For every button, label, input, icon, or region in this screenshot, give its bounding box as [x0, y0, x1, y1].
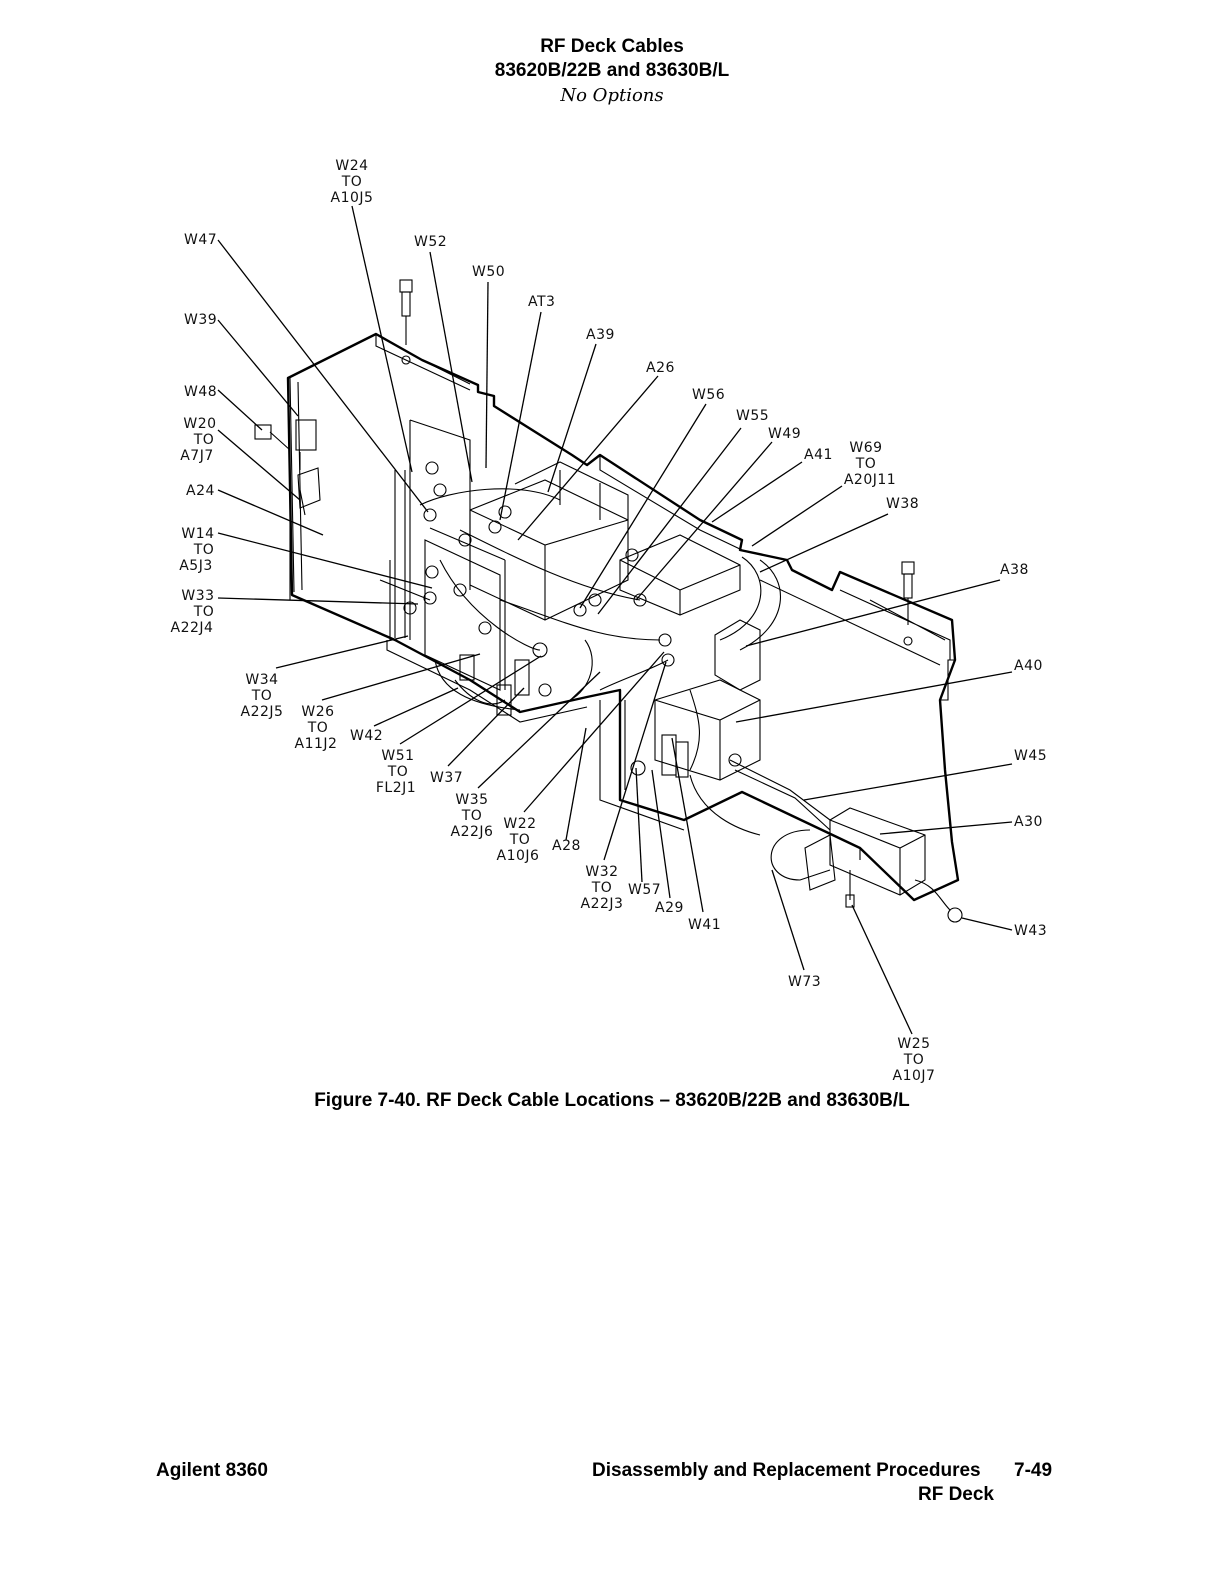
- callout-at3: AT3: [528, 294, 555, 310]
- footer-page-number: 7-49: [1014, 1460, 1053, 1481]
- callout-w35: W35: [455, 792, 488, 808]
- top-screw: [399, 279, 413, 365]
- callout-w73: W73: [788, 974, 821, 990]
- callout-w39: W39: [184, 312, 217, 328]
- callout-w34: W34: [245, 672, 278, 688]
- callout-a24: A24: [186, 483, 215, 499]
- figure-caption: Figure 7-40. RF Deck Cable Locations – 8…: [314, 1090, 910, 1111]
- callout-w24: W24: [335, 158, 368, 174]
- callout-a30: A30: [1014, 814, 1043, 830]
- callout-w25: W25: [897, 1036, 930, 1052]
- callout-w38: W38: [886, 496, 919, 512]
- callout-w49: W49: [768, 426, 801, 442]
- rf-deck-drawing: [254, 279, 963, 923]
- callout-a40: A40: [1014, 658, 1043, 674]
- callout-w48: W48: [184, 384, 217, 400]
- callout-w33: W33: [181, 588, 214, 604]
- leader-lines: [217, 205, 1013, 1035]
- callout-w43: W43: [1014, 923, 1047, 939]
- right-screw: [901, 561, 915, 646]
- callout-w45: W45: [1014, 748, 1047, 764]
- callout-w47: W47: [184, 232, 217, 248]
- callout-w55: W55: [736, 408, 769, 424]
- callout-a26: A26: [646, 360, 675, 376]
- page-title: RF Deck Cables: [540, 36, 684, 57]
- footer-section: RF Deck: [917, 1484, 994, 1505]
- page-subtitle-options: No Options: [560, 85, 664, 106]
- callout-w26: W26: [301, 704, 334, 720]
- callout-a38: A38: [1000, 562, 1029, 578]
- connector-fittings: [403, 461, 742, 776]
- callout-a28: A28: [552, 838, 581, 854]
- callout-w20: W20: [183, 416, 216, 432]
- callout-w42: W42: [350, 728, 383, 744]
- callout-w50: W50: [472, 264, 505, 280]
- callout-a29: A29: [655, 900, 684, 916]
- footer-product: Agilent 8360: [156, 1460, 268, 1481]
- callout-w41: W41: [688, 917, 721, 933]
- callout-a41: A41: [804, 447, 833, 463]
- callout-a39: A39: [586, 327, 615, 343]
- callout-w69: W69: [849, 440, 882, 456]
- callout-w57: W57: [628, 882, 661, 898]
- callout-w51: W51: [381, 748, 414, 764]
- callout-w22: W22: [503, 816, 536, 832]
- page-subtitle-models: 83620B/22B and 83630B/L: [494, 60, 730, 81]
- callout-w56: W56: [692, 387, 725, 403]
- callout-w32: W32: [585, 864, 618, 880]
- callout-w14: W14: [181, 526, 214, 542]
- callout-w37: W37: [430, 770, 463, 786]
- footer-chapter: Disassembly and Replacement Procedures: [592, 1460, 981, 1481]
- callout-w52: W52: [414, 234, 447, 250]
